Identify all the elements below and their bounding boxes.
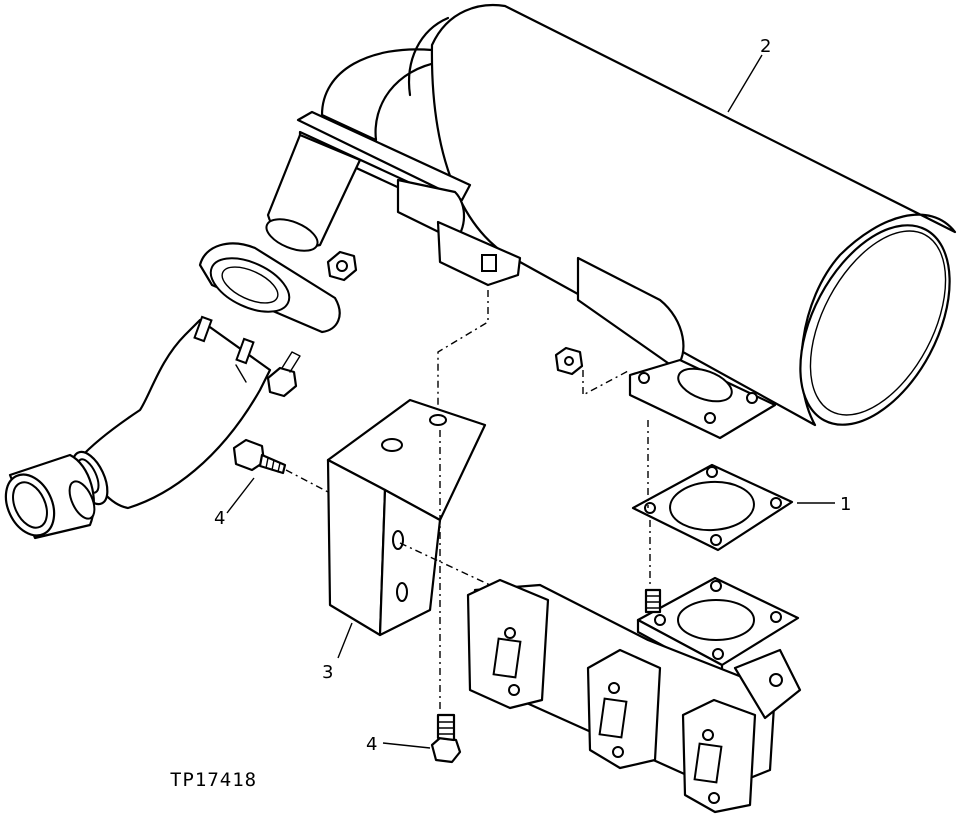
callout-4-lower: 4 bbox=[366, 734, 377, 755]
exhaust-manifold bbox=[466, 576, 802, 814]
callout-leaders bbox=[226, 54, 835, 749]
callout-3: 3 bbox=[322, 662, 333, 683]
muffler bbox=[265, 4, 957, 440]
stud-manifold bbox=[644, 588, 662, 614]
cap-screw-lower bbox=[430, 713, 462, 764]
support-bracket bbox=[326, 398, 487, 637]
figure-id-label: TP17418 bbox=[170, 769, 257, 791]
cap-screw-upper bbox=[232, 438, 287, 475]
callout-2: 2 bbox=[760, 36, 771, 57]
assembly-lines bbox=[285, 290, 651, 712]
callout-1: 1 bbox=[840, 494, 851, 515]
flange-gasket bbox=[631, 463, 794, 552]
pipe-clamp bbox=[198, 242, 358, 398]
exhaust-pipe bbox=[4, 315, 272, 540]
stud-nut-muffler bbox=[554, 346, 584, 376]
callout-4-upper: 4 bbox=[214, 508, 225, 529]
